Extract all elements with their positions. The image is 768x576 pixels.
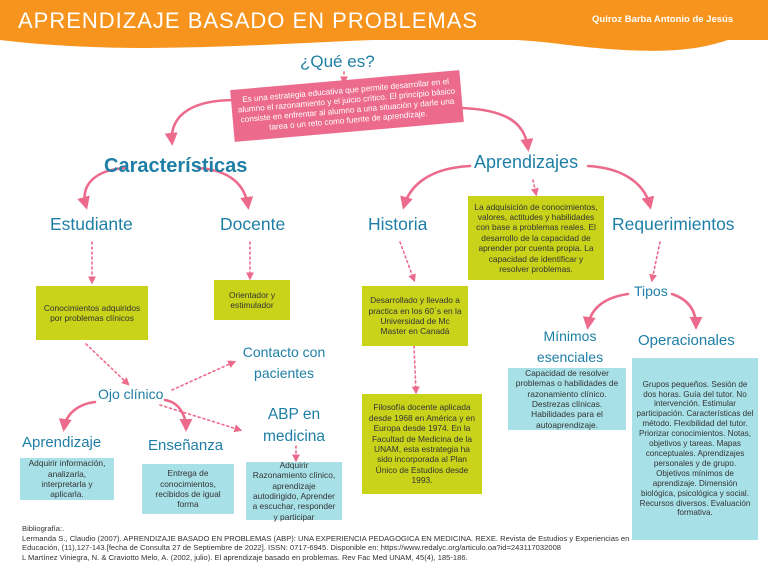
dotted-arrow-to-tipos: [649, 241, 661, 283]
estudiante-box: Conocimientos adquiridos por problemas c…: [36, 286, 148, 340]
estudiante-text: Conocimientos adquiridos por problemas c…: [43, 302, 141, 323]
ensenanza-text: Entrega de conocimientos, recibidos de i…: [155, 468, 221, 510]
ojo-clinico-label: Ojo clínico: [98, 386, 164, 402]
estudiante-label: Estudiante: [50, 214, 133, 234]
minimos-box: Capacidad de resolver problemas o habili…: [508, 368, 626, 430]
que-es-label: ¿Qué es?: [300, 52, 375, 71]
arrow-to-requerimientos: [586, 164, 655, 210]
ensenanza-label: Enseñanza: [148, 437, 224, 454]
dotted-arrow-to-filosofia-box: [411, 345, 420, 395]
dotted-arrow-to-abp: [159, 404, 243, 433]
docente-text: Orientador y estimulador: [228, 289, 276, 310]
ensenanza-box: Entrega de conocimientos, recibidos de i…: [142, 464, 234, 514]
filosofia-text: Filosofía docente aplicada desde 1968 en…: [368, 402, 476, 486]
aprendizajes-text: La adquisición de conocimientos, valores…: [474, 201, 598, 275]
abp-box: Adquirir Razonamiento clínico, aprendiza…: [246, 459, 342, 522]
dotted-arrow-to-historia-box: [399, 241, 416, 283]
requerimientos-label: Requerimientos: [612, 214, 735, 234]
arrow-to-operacionales: [670, 292, 703, 330]
arrow-to-aprendizaje: [58, 400, 97, 432]
bibliography-entry-1: Lermanda S., Claudio (2007). APRENDIZAJE…: [22, 533, 630, 553]
filosofia-box: Filosofía docente aplicada desde 1968 en…: [362, 394, 482, 494]
operacionales-text: Grupos pequeños. Sesión de dos horas. Gu…: [636, 379, 754, 518]
dotted-arrow-to-contacto: [171, 360, 237, 391]
arrow-to-aprendizajes: [460, 106, 534, 152]
aprendizajes-label: Aprendizajes: [474, 152, 579, 172]
minimos-esenciales-label: Mínimos esenciales: [536, 328, 604, 365]
contacto-pacientes-label: Contacto con pacientes: [242, 344, 326, 381]
author-name: Quiroz Barba Antonio de Jesús: [592, 14, 734, 25]
docente-label: Docente: [220, 214, 286, 234]
bibliography-entry-2: L Martínez Viniegra, N. & Craviotto Melo…: [22, 552, 468, 562]
aprendizaje-label: Aprendizaje: [22, 434, 102, 451]
operacionales-box: Grupos pequeños. Sesión de dos horas. Gu…: [632, 358, 758, 540]
dotted-arrow-to-ojo-clinico: [85, 343, 130, 386]
header-wave: [0, 30, 768, 51]
arrow-to-caracteristicas: [164, 98, 237, 146]
bibliography-heading: Bibliografía:.: [22, 524, 65, 533]
arrow-to-ensenanza: [163, 398, 193, 432]
abp-medicina-label: ABP en medicina: [262, 406, 326, 445]
aprendizajes-box: La adquisición de conocimientos, valores…: [468, 196, 604, 280]
caracteristicas-label: Características: [104, 155, 248, 177]
tipos-label: Tipos: [634, 283, 668, 299]
abp-text: Adquirir Razonamiento clínico, aprendiza…: [252, 459, 336, 522]
historia-label: Historia: [368, 214, 428, 234]
bibliography: Bibliografía:. Lermanda S., Claudio (200…: [22, 524, 652, 562]
aprendizaje-text: Adquirir información, analizarla, interp…: [28, 458, 106, 500]
arrow-to-docente: [196, 166, 254, 210]
docente-box: Orientador y estimulador: [214, 280, 290, 320]
operacionales-label: Operacionales: [638, 332, 735, 349]
minimos-text: Capacidad de resolver problemas o habili…: [515, 367, 619, 430]
arrow-to-estudiante: [77, 166, 127, 210]
aprendizaje-box: Adquirir información, analizarla, interp…: [20, 458, 114, 500]
arrow-to-minimos: [582, 292, 630, 330]
historia-box: Desarrollado y llevado a practica en los…: [362, 286, 468, 346]
dotted-arrow-to-aprendizajes-box: [530, 179, 539, 197]
historia-text: Desarrollado y llevado a practica en los…: [368, 295, 462, 337]
arrow-to-historia: [400, 164, 472, 210]
page-title: APRENDIZAJE BASADO EN PROBLEMAS: [18, 8, 479, 33]
